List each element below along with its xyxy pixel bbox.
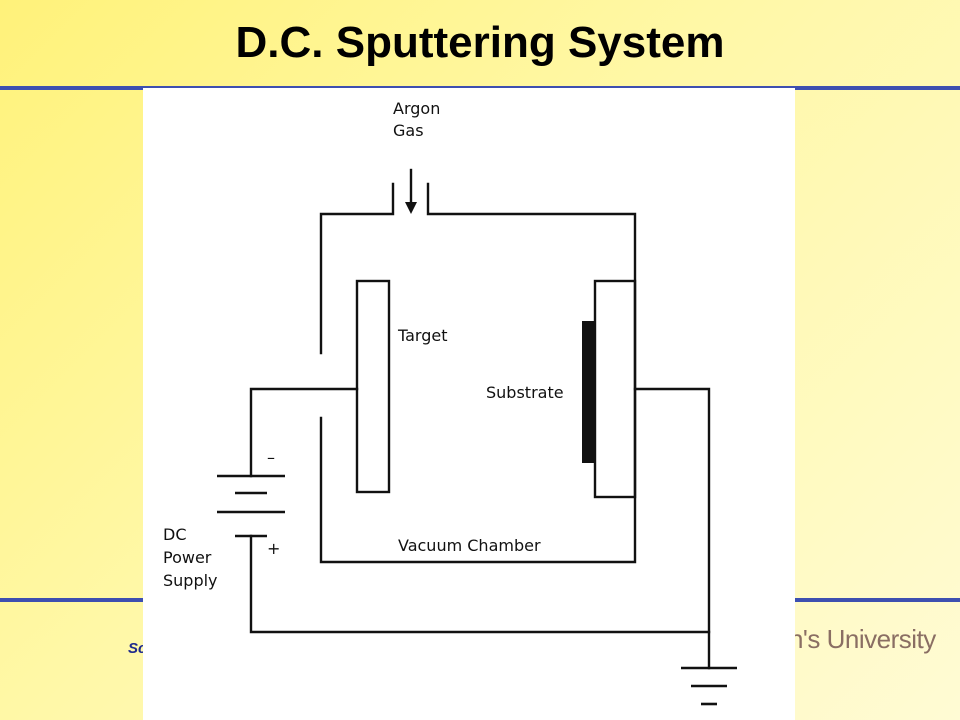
battery-symbol	[217, 474, 285, 538]
footer-text: Sc	[128, 640, 147, 657]
minus-sign: –	[267, 448, 275, 467]
dc-label: DC	[163, 525, 187, 544]
target-plate	[355, 279, 391, 494]
wire-plus	[249, 534, 711, 670]
wire-substrate	[633, 387, 711, 634]
substrate-holder	[593, 279, 637, 499]
sputtering-diagram: Argon Gas Target Substrate Vacuum Chambe…	[163, 99, 737, 706]
plus-sign: +	[267, 539, 280, 558]
slide-title: D.C. Sputtering System	[235, 18, 725, 67]
ground-symbol	[681, 666, 737, 706]
argon-label: Argon	[393, 99, 440, 118]
university-logo-text: en's University	[775, 624, 936, 654]
substrate-film	[582, 321, 595, 463]
substrate-label: Substrate	[486, 383, 564, 402]
chamber-top-wall	[319, 182, 395, 355]
target-label: Target	[397, 326, 448, 345]
power-label: Power	[163, 548, 212, 567]
diagram-panel: Argon Gas Target Substrate Vacuum Chambe…	[143, 88, 795, 720]
gas-arrow-head	[405, 202, 417, 214]
supply-label: Supply	[163, 571, 218, 590]
wire-target	[249, 387, 359, 478]
gas-label: Gas	[393, 121, 424, 140]
vacuum-chamber-label: Vacuum Chamber	[398, 536, 541, 555]
